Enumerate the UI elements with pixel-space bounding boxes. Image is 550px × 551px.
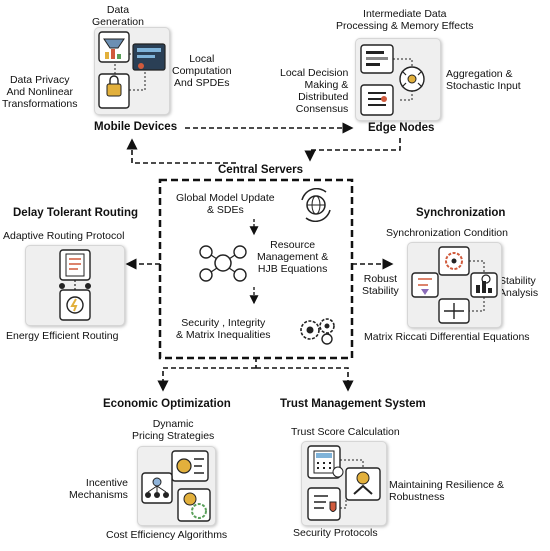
global-model-update-label: Global Model Update & SDEs [176, 192, 275, 216]
cost-efficiency-label: Cost Efficiency Algorithms [106, 529, 228, 541]
resource-management-label: Resource Management & HJB Equations [257, 239, 329, 275]
intermediate-data-label: Intermediate Data Processing & Memory Ef… [336, 8, 474, 32]
dynamic-pricing-label: Dynamic Pricing Strategies [132, 418, 215, 442]
economic-optimization-title: Economic Optimization [103, 398, 231, 410]
security-gears-icon [300, 318, 335, 345]
adaptive-routing-label: Adaptive Routing Protocol [3, 230, 125, 242]
trust-management-title: Trust Management System [280, 398, 426, 410]
local-decision-label: Local Decision Making & Distributed Cons… [280, 67, 349, 115]
aggregation-label: Aggregation & Stochastic Input [446, 68, 521, 92]
maintaining-resilience-label: Maintaining Resilience & Robustness [389, 479, 504, 503]
arrow-central-to-economic [157, 367, 256, 392]
arrow-edge-to-central [304, 138, 401, 162]
edge-nodes-title: Edge Nodes [368, 122, 435, 134]
trust-score-label: Trust Score Calculation [291, 426, 400, 438]
delay-tolerant-routing-title: Delay Tolerant Routing [13, 207, 139, 219]
security-protocols-label: Security Protocols [293, 527, 378, 539]
arrow-central-to-trust [256, 367, 354, 392]
mobile-devices-title: Mobile Devices [94, 121, 178, 133]
stability-analysis-label: Stability Analysis [499, 275, 539, 299]
trust-panel [301, 441, 387, 526]
globe-sync-icon [301, 188, 331, 222]
arrow-central-to-mobile [126, 138, 236, 164]
economic-panel [137, 446, 216, 526]
robust-stability-label: Robust Stability [362, 273, 399, 297]
delay-routing-panel [25, 245, 125, 326]
data-generation-label: Data Generation [92, 4, 144, 28]
central-servers-title: Central Servers [218, 164, 304, 176]
incentive-mechanisms-label: Incentive Mechanisms [69, 477, 128, 501]
synchronization-title: Synchronization [416, 207, 506, 219]
resource-network-icon [199, 245, 247, 282]
security-integrity-label: Security , Integrity & Matrix Inequaliti… [176, 317, 271, 341]
matrix-riccati-label: Matrix Riccati Differential Equations [364, 331, 530, 343]
synchronization-panel [407, 242, 502, 328]
data-privacy-label: Data Privacy And Nonlinear Transformatio… [2, 74, 78, 110]
mobile-devices-panel [94, 27, 170, 115]
edge-nodes-panel [355, 38, 441, 121]
local-computation-label: Local Computation And SPDEs [172, 53, 232, 89]
energy-efficient-routing-label: Energy Efficient Routing [6, 330, 119, 342]
synchronization-condition-label: Synchronization Condition [386, 227, 508, 239]
